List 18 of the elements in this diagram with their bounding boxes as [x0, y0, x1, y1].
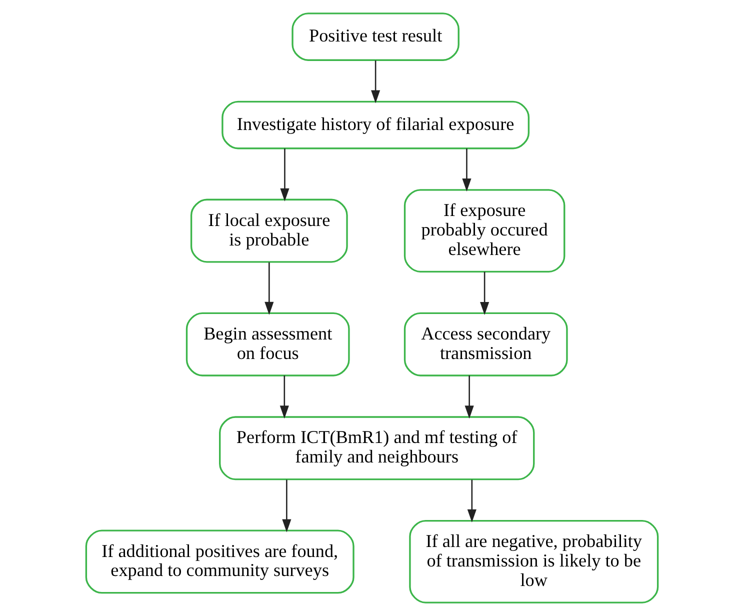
- node-box: If additional positives are found, expand to community surveys: [84, 530, 354, 594]
- arrow: [280, 148, 289, 202]
- arrow: [480, 272, 489, 315]
- node-box: If exposure probably occured elsewhere: [403, 189, 565, 272]
- arrow: [370, 60, 380, 104]
- node-box: Begin assessment on focus: [185, 312, 350, 376]
- arrow: [264, 262, 274, 315]
- node-box: Access secondary transmission: [403, 312, 568, 376]
- arrow: [282, 480, 291, 532]
- node-box: Investigate history of filarial exposure: [221, 100, 530, 150]
- node-box: If local exposure is probable: [190, 198, 348, 263]
- node-box: Perform ICT(BmR1) and mf testing of family and neighbours: [218, 416, 534, 480]
- arrow: [466, 480, 476, 522]
- node-box: If all are negative, probability of transmission is likely to be low: [408, 520, 658, 604]
- arrow: [462, 148, 471, 192]
- node-box: Positive test result: [291, 12, 459, 61]
- arrow: [464, 375, 474, 419]
- arrow: [279, 375, 288, 419]
